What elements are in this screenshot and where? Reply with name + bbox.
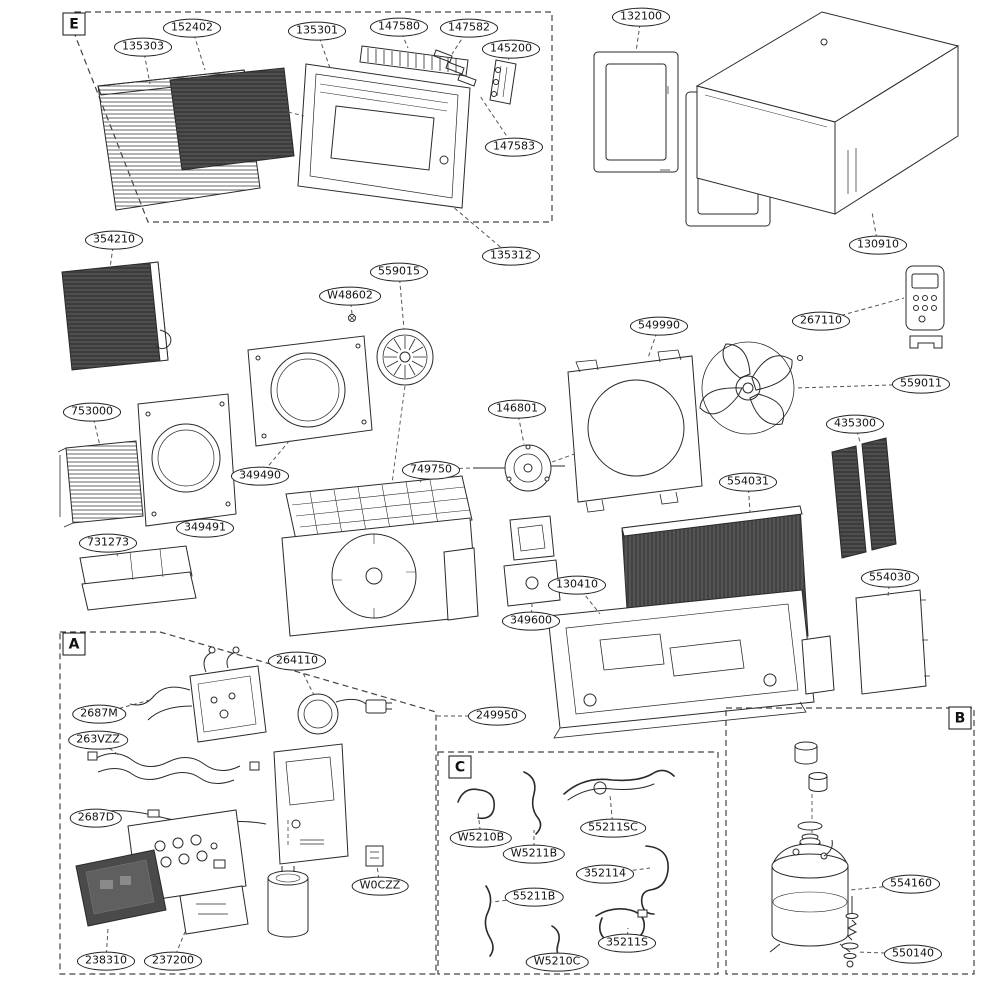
part-callout-130910: 130910 <box>849 235 907 255</box>
part-callout-731273: 731273 <box>79 533 137 553</box>
part-callout-749750: 749750 <box>402 460 460 480</box>
propeller-fan-drawing <box>699 341 803 435</box>
tube-drawings <box>457 769 675 961</box>
cabinet-drawing <box>695 11 960 215</box>
air-filter-drawing <box>169 67 295 171</box>
display-panel-drawing <box>75 849 167 927</box>
part-callout-263VZZ: 263VZZ <box>68 730 128 750</box>
part-callout-147583: 147583 <box>485 137 543 157</box>
compressor-drawing <box>769 741 851 953</box>
part-callout-2687M: 2687M <box>72 704 126 724</box>
blower-housing-drawing <box>281 475 479 637</box>
screw-drawing <box>348 314 356 322</box>
part-callout-554031: 554031 <box>719 472 777 492</box>
section-b-boundary <box>725 707 975 975</box>
part-callout-147580: 147580 <box>370 17 428 37</box>
part-callout-559015: 559015 <box>370 262 428 282</box>
louver-drawing <box>359 45 469 77</box>
section-label-A: A <box>62 632 86 656</box>
part-callout-264110: 264110 <box>268 651 326 671</box>
part-callout-559011: 559011 <box>892 374 950 394</box>
part-callout-135303: 135303 <box>114 37 172 57</box>
part-callout-152402: 152402 <box>163 18 221 38</box>
foam-insulation-drawing <box>79 545 197 611</box>
condenser-shroud-drawing <box>567 349 703 513</box>
part-callout-550140: 550140 <box>884 944 942 964</box>
vane-strip-drawing <box>489 59 517 105</box>
part-callout-135301: 135301 <box>288 21 346 41</box>
part-callout-349600: 349600 <box>502 611 560 631</box>
part-callout-554160: 554160 <box>882 874 940 894</box>
front-panel-drawing <box>287 63 471 209</box>
control-bracket-drawing <box>273 743 349 865</box>
part-callout-W5211B: W5211B <box>502 844 566 864</box>
part-callout-238310: 238310 <box>77 951 135 971</box>
coil-panel-drawing <box>137 393 237 527</box>
section-label-E: E <box>62 12 86 36</box>
motor-bracket-drawing <box>503 559 561 607</box>
part-callout-W5210C: W5210C <box>525 952 589 972</box>
control-board-drawing <box>129 646 267 743</box>
vane-set-drawing <box>433 49 477 87</box>
part-callout-55211SC: 55211SC <box>580 818 646 838</box>
compressor-mount-drawing <box>841 896 859 968</box>
power-cord-drawing <box>297 693 392 735</box>
part-callout-249950: 249950 <box>468 706 526 726</box>
remote-control-drawing <box>905 265 945 349</box>
small-coil-drawing <box>57 440 144 528</box>
section-c-boundary <box>437 751 719 975</box>
part-callout-55211B: 55211B <box>504 887 564 907</box>
part-callout-132100: 132100 <box>612 7 670 27</box>
part-callout-W5210B: W5210B <box>449 828 513 848</box>
part-callout-435300: 435300 <box>826 414 884 434</box>
part-callout-130410: 130410 <box>548 575 606 595</box>
fan-motor-drawing <box>417 431 637 561</box>
section-label-C: C <box>448 755 472 779</box>
side-plate-drawing <box>855 589 930 695</box>
evaporator-coil-drawing <box>61 261 172 371</box>
part-callout-145200: 145200 <box>482 39 540 59</box>
side-bracket-drawing <box>831 437 897 559</box>
part-callout-35211S: 35211S <box>598 933 656 953</box>
part-callout-147582: 147582 <box>440 18 498 38</box>
section-label-B: B <box>948 706 972 730</box>
part-callout-549990: 549990 <box>630 316 688 336</box>
section-a-boundary <box>59 631 437 975</box>
capacitor-drawing <box>267 818 384 938</box>
part-callout-753000: 753000 <box>63 402 121 422</box>
part-callout-267110: 267110 <box>792 311 850 331</box>
part-callout-2687D: 2687D <box>69 808 123 828</box>
part-callout-352114: 352114 <box>576 864 634 884</box>
part-callout-349490: 349490 <box>231 466 289 486</box>
part-callout-354210: 354210 <box>85 230 143 250</box>
part-callout-146801: 146801 <box>488 399 546 419</box>
part-callout-237200: 237200 <box>144 951 202 971</box>
part-callout-554030: 554030 <box>861 568 919 588</box>
part-callout-W0CZZ: W0CZZ <box>351 876 409 896</box>
part-callout-349491: 349491 <box>176 518 234 538</box>
part-callout-135312: 135312 <box>482 246 540 266</box>
fan-shroud-drawing <box>247 335 373 447</box>
part-callout-W48602: W48602 <box>319 286 381 306</box>
base-pan-drawing <box>547 589 835 739</box>
